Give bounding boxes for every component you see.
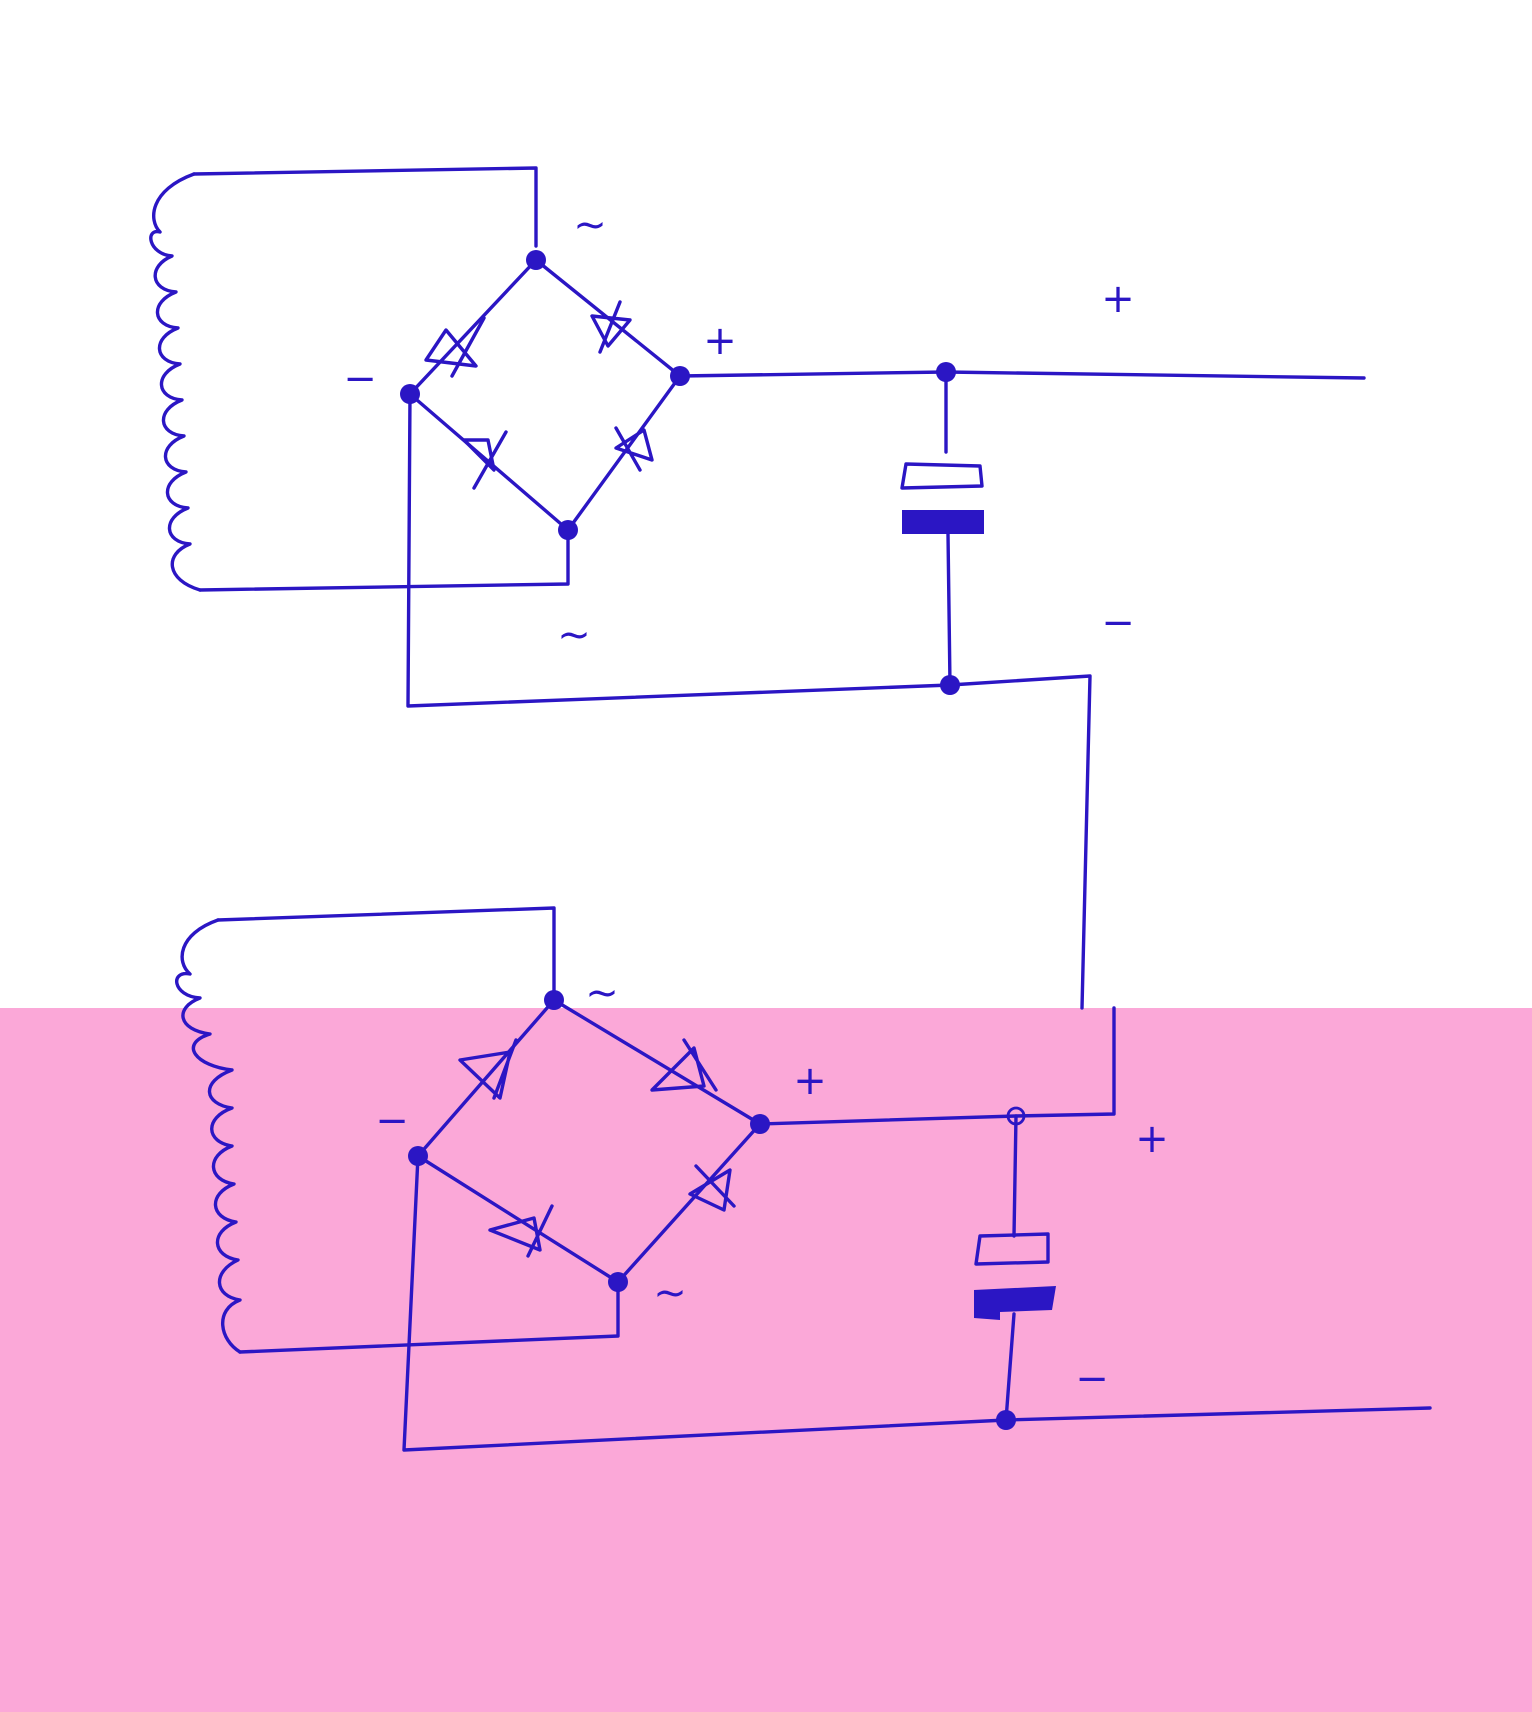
upper-ac-label-bottom: ~ <box>557 612 591 658</box>
upper-capacitor-plate-top <box>900 462 984 490</box>
lower-coil-top-wire <box>216 906 556 994</box>
lower-capacitor-plate-bottom <box>974 1286 1056 1320</box>
lower-bridge-diode-right-top <box>552 998 762 1126</box>
lower-bridge-diode-right-bottom <box>616 1122 762 1284</box>
lower-junction-dot <box>544 990 564 1010</box>
lower-bridge-plus-label: + <box>793 1058 827 1104</box>
upper-positive-rail <box>678 370 1366 380</box>
lower-capacitor-lead-top <box>1012 1114 1018 1238</box>
upper-coil-bottom-wire <box>198 528 570 592</box>
upper-bridge-diode-right-bottom <box>566 374 682 532</box>
upper-junction-dot <box>526 250 546 270</box>
upper-diode-glyph <box>590 300 632 354</box>
lower-positive-rail <box>758 1006 1116 1126</box>
lower-junction-hollow <box>1006 1106 1026 1126</box>
lower-junction-dot <box>750 1114 770 1134</box>
lower-transformer-coil <box>175 918 242 1354</box>
lower-ac-label-bottom: ~ <box>653 1270 687 1316</box>
lower-junction-dot <box>608 1272 628 1292</box>
lower-capacitor-lead-bottom <box>1004 1312 1016 1422</box>
lower-bridge-minus-label: − <box>375 1098 409 1144</box>
upper-capacitor-plate-bottom <box>902 510 984 534</box>
upper-diode-glyph <box>462 430 508 490</box>
upper-junction-dot <box>558 520 578 540</box>
lower-junction-dot <box>408 1146 428 1166</box>
upper-circuit: ~ + − ~ + − <box>149 166 1366 1010</box>
lower-negative-rail <box>402 1154 1432 1452</box>
upper-output-minus-label: − <box>1101 600 1135 646</box>
upper-junction-dot <box>940 675 960 695</box>
upper-transformer-coil <box>149 172 202 592</box>
upper-junction-dot <box>670 366 690 386</box>
upper-bridge-diode-left-top <box>408 258 538 396</box>
lower-junction-dot <box>996 1410 1016 1430</box>
upper-capacitor-lead-bottom <box>946 532 952 687</box>
upper-coil-top-wire <box>192 166 538 248</box>
lower-circuit: ~ + − ~ + − <box>175 906 1432 1452</box>
lower-ac-label-top: ~ <box>585 970 619 1016</box>
lower-bridge-diode-left-bottom <box>416 1154 620 1284</box>
lower-diode-glyph <box>650 1038 718 1092</box>
upper-junction-dot <box>400 384 420 404</box>
upper-output-plus-label: + <box>1101 276 1135 322</box>
upper-bridge-minus-label: − <box>343 356 377 402</box>
lower-diode-glyph <box>488 1204 554 1258</box>
upper-diode-glyph <box>614 426 654 472</box>
lower-capacitor-plate-top <box>974 1232 1050 1266</box>
lower-bridge-diode-left-top <box>416 998 556 1158</box>
upper-bridge-plus-label: + <box>703 318 737 364</box>
lower-coil-bottom-wire <box>238 1280 620 1354</box>
upper-ac-label-top: ~ <box>573 202 607 248</box>
lower-diode-glyph <box>458 1038 518 1100</box>
lower-output-plus-label: + <box>1135 1116 1169 1162</box>
lower-diode-glyph <box>688 1164 736 1212</box>
upper-junction-dot <box>936 362 956 382</box>
upper-diode-glyph <box>424 316 486 378</box>
upper-negative-rail <box>406 392 1092 1010</box>
lower-output-minus-label: − <box>1075 1356 1109 1402</box>
